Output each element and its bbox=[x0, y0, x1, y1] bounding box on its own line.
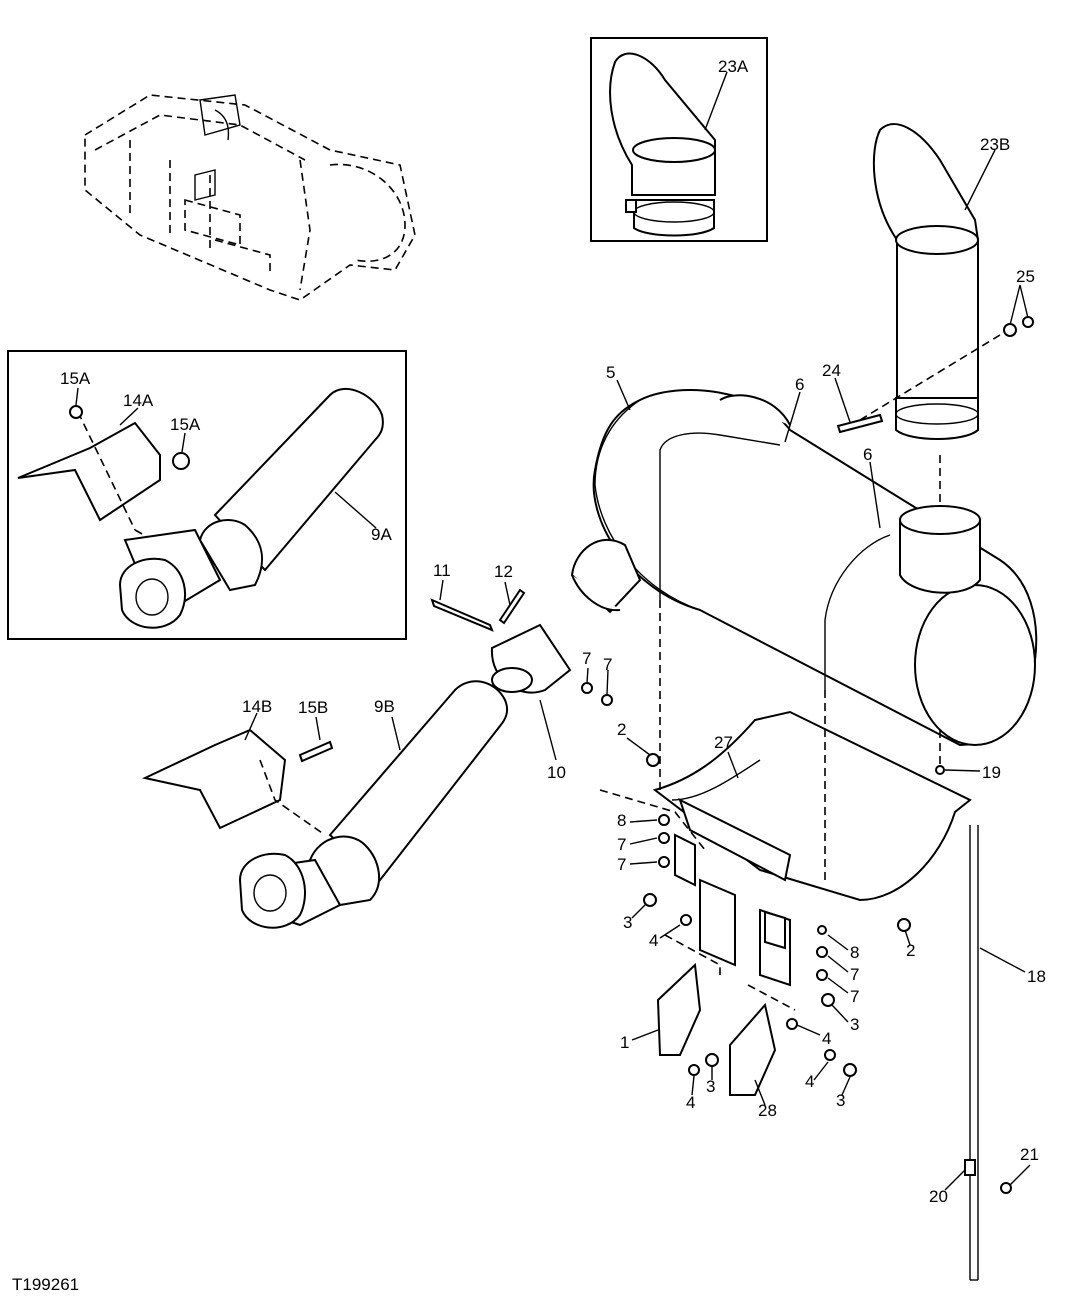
callout-label: 14A bbox=[123, 391, 154, 410]
inset-exhaust-pipe-9a bbox=[7, 350, 407, 640]
callout-label: 24 bbox=[822, 361, 841, 380]
callout-label: 25 bbox=[1016, 267, 1035, 286]
callout-label: 20 bbox=[929, 1187, 948, 1206]
callout-label: 2 bbox=[617, 720, 626, 739]
muffler-5 bbox=[570, 389, 1038, 747]
callout-label: 4 bbox=[805, 1072, 814, 1091]
callout-label: 18 bbox=[1027, 967, 1046, 986]
callout-label: 19 bbox=[982, 763, 1001, 782]
callout-label: 15B bbox=[298, 698, 328, 717]
machine-locator-illustration bbox=[84, 94, 416, 301]
callout-label: 7 bbox=[617, 855, 626, 874]
callout-label: 14B bbox=[242, 697, 272, 716]
callout-label: 21 bbox=[1020, 1145, 1039, 1164]
mounting-bracket-27 bbox=[599, 600, 1012, 1281]
leader-lines bbox=[75, 71, 1031, 1191]
callout-label: 4 bbox=[686, 1093, 695, 1112]
callout-label: 11 bbox=[433, 561, 451, 580]
exhaust-pipe-9b bbox=[141, 588, 572, 929]
callout-label: 9B bbox=[374, 697, 395, 716]
callout-label: 10 bbox=[547, 763, 566, 782]
callout-label: 15A bbox=[170, 415, 201, 434]
callout-label: 3 bbox=[836, 1091, 845, 1110]
callout-label: 23A bbox=[718, 57, 749, 76]
callout-label: 7 bbox=[603, 655, 612, 674]
callout-label: 15A bbox=[60, 369, 91, 388]
callout-label: 6 bbox=[863, 445, 872, 464]
callout-label: 6 bbox=[795, 375, 804, 394]
callout-label: 9A bbox=[371, 525, 392, 544]
callout-label: 28 bbox=[758, 1101, 777, 1120]
callout-label: 8 bbox=[617, 811, 626, 830]
callout-label: 27 bbox=[714, 733, 733, 752]
callout-label: 8 bbox=[850, 943, 859, 962]
callout-label: 2 bbox=[906, 941, 915, 960]
support-brackets bbox=[656, 833, 796, 1096]
inset-exhaust-stack-23a bbox=[590, 37, 768, 242]
callout-label: 3 bbox=[850, 1015, 859, 1034]
hardware-fasteners bbox=[581, 682, 945, 1077]
figure-id: T199261 bbox=[12, 1275, 79, 1294]
callout-label: 7 bbox=[850, 965, 859, 984]
callout-label: 23B bbox=[980, 135, 1010, 154]
callout-label: 7 bbox=[582, 649, 591, 668]
callout-label: 12 bbox=[494, 562, 513, 581]
callout-label: 5 bbox=[606, 363, 615, 382]
callout-labels: 23A 23B 25 24 6 6 5 15A 14A 15A 9A 11 12… bbox=[60, 57, 1046, 1206]
callout-label: 3 bbox=[623, 913, 632, 932]
exhaust-stack-23b bbox=[836, 123, 1034, 505]
callout-label: 4 bbox=[649, 931, 658, 950]
callout-label: 4 bbox=[822, 1029, 831, 1048]
callout-label: 1 bbox=[620, 1033, 629, 1052]
callout-label: 7 bbox=[850, 987, 859, 1006]
callout-label: 7 bbox=[617, 835, 626, 854]
callout-label: 3 bbox=[706, 1077, 715, 1096]
